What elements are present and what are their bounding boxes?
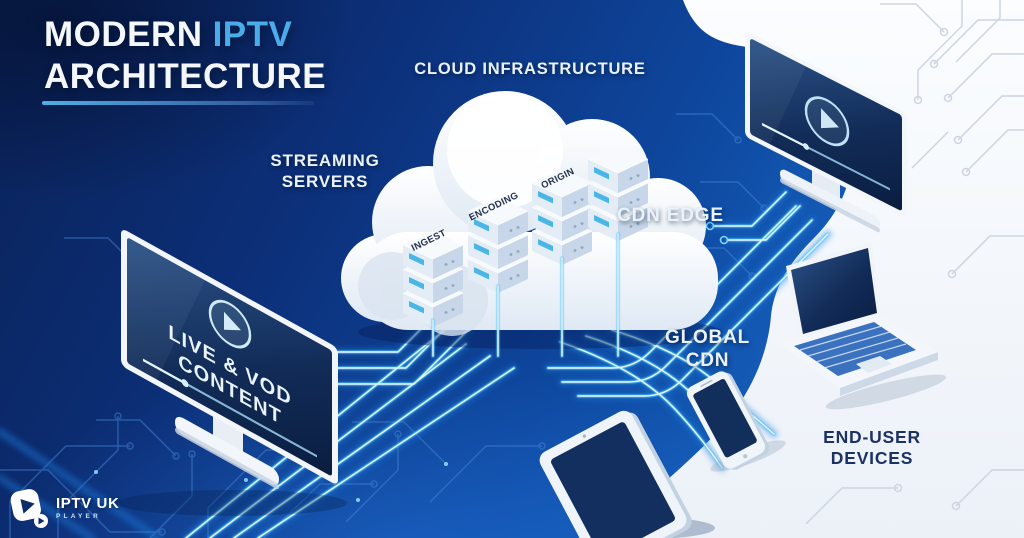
laptop-shadow <box>825 374 947 410</box>
label-streaming-line2: SERVERS <box>281 171 369 191</box>
monitor-progress-bar <box>762 122 890 191</box>
circuit-node-rings <box>705 221 729 245</box>
label-streaming-line1: STREAMING <box>270 151 380 170</box>
play-icon <box>804 96 850 147</box>
label-global-line2: CDN <box>685 350 730 372</box>
tv-display: LIVE & VOD CONTENT <box>121 230 338 490</box>
title-word-modern: MODERN <box>44 15 203 54</box>
label-end-user-devices: END-USER DEVICES <box>793 427 951 470</box>
monitor-display <box>745 32 907 233</box>
brand-logo-text: IPTV UK PLAYER <box>56 496 119 521</box>
play-icon <box>208 299 252 349</box>
brand-logo-icon <box>10 489 48 528</box>
title-word-iptv: IPTV <box>212 15 293 54</box>
cloud-highlight <box>447 92 563 208</box>
label-enduser-line2: DEVICES <box>830 448 914 469</box>
circuit-traces-light <box>805 0 1024 525</box>
label-streaming-servers: STREAMING SERVERS <box>250 151 400 192</box>
title-underline <box>42 101 314 105</box>
brand-logo: IPTV UK PLAYER <box>8 486 119 530</box>
label-enduser-line1: END-USER <box>823 427 921 447</box>
title-line-2: ARCHITECTURE <box>44 57 327 96</box>
label-cdn-edge: CDN EDGE <box>617 205 724 226</box>
circuit-glow-dots <box>94 462 448 502</box>
brand-subtitle: PLAYER <box>56 512 101 520</box>
tv-shadow <box>117 490 347 516</box>
label-global-line1: GLOBAL <box>664 327 750 348</box>
tv-progress-bar <box>143 358 317 458</box>
label-global-cdn: GLOBAL CDN <box>640 326 775 372</box>
smartphone <box>686 371 770 470</box>
brand-name: IPTV UK <box>56 494 120 512</box>
laptop-touchpad <box>856 356 892 373</box>
play-icon <box>20 499 35 514</box>
tablet <box>539 410 692 538</box>
laptop <box>780 242 938 396</box>
label-cloud-infrastructure: CLOUD INFRASTRUCTURE <box>414 60 646 78</box>
laptop-keyboard <box>794 322 916 376</box>
